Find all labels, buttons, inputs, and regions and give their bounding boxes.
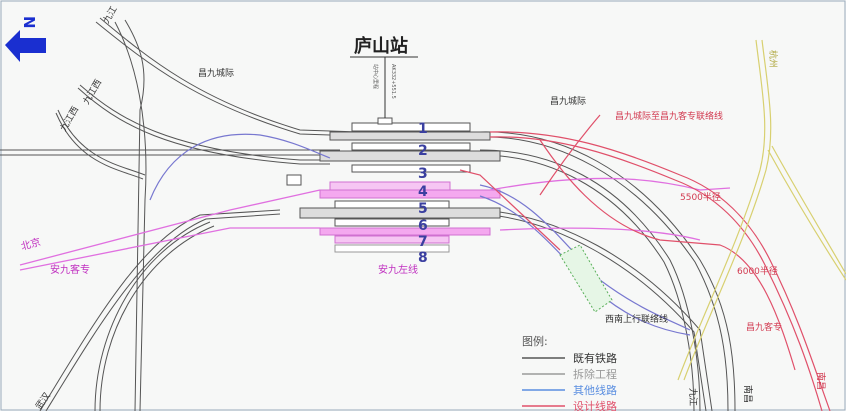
label-changjiu-intercity-2: 昌九城际 xyxy=(550,96,586,107)
track-number: 5 xyxy=(418,201,428,217)
label-jiujiang-west-1: 九江西 xyxy=(81,78,104,107)
label-nanchang-bottom: 南昌 xyxy=(742,385,754,403)
legend-label-other: 其他线路 xyxy=(573,383,617,397)
construction-area xyxy=(559,244,613,313)
legend-label-design: 设计线路 xyxy=(573,399,617,411)
yellow-lines xyxy=(677,39,846,381)
legend-label-demolition: 拆除工程 xyxy=(573,367,617,381)
legend: 图例: 既有铁路 拆除工程 其他线路 设计线路 xyxy=(522,334,617,411)
track-number: 8 xyxy=(418,250,428,266)
label-connector: 昌九城际至昌九客专联络线 xyxy=(615,110,723,122)
label-jiujiang-west-2: 九江西 xyxy=(58,105,81,134)
label-radius-6000: 6000半径 xyxy=(737,265,778,277)
label-hangzhou: 杭州 xyxy=(767,50,779,68)
label-southwest-up-connector: 西南上行联络线 xyxy=(605,313,668,325)
label-beijing: 北京 xyxy=(19,235,42,253)
track-number: 7 xyxy=(418,234,428,250)
track-number: 4 xyxy=(418,184,428,200)
label-wuhan: 武汉 xyxy=(33,390,53,411)
label-changjiu-intercity-1: 昌九城际 xyxy=(198,68,234,79)
label-radius-5500: 5500半径 xyxy=(680,191,721,203)
center-mileage: AK332+551.5 xyxy=(390,64,396,99)
center-mileage-label: 站中心里程 xyxy=(372,64,379,89)
track-number: 6 xyxy=(418,218,428,234)
label-nanchang-right: 南昌 xyxy=(815,372,827,390)
north-arrow-icon: N xyxy=(5,16,46,62)
label-jiujiang-top: 九江 xyxy=(101,4,120,25)
track-number: 3 xyxy=(418,166,428,182)
station-platforms xyxy=(286,117,501,253)
track-number: 2 xyxy=(418,143,428,159)
label-anjiu-line: 安九左线 xyxy=(378,263,418,276)
track-numbers: 1 2 3 4 5 6 7 8 xyxy=(418,121,428,266)
legend-title: 图例: xyxy=(522,334,548,348)
label-changjiu-pdl: 昌九客专 xyxy=(746,321,782,333)
station-name: 庐山站 xyxy=(354,35,408,57)
label-jiujiang-bottom: 九江 xyxy=(687,388,698,406)
label-anjiu-pdl: 安九客专 xyxy=(50,263,90,276)
track-number: 1 xyxy=(418,121,428,137)
design-lines xyxy=(19,114,831,411)
legend-label-existing: 既有铁路 xyxy=(573,351,617,365)
compass-letter: N xyxy=(20,16,38,29)
